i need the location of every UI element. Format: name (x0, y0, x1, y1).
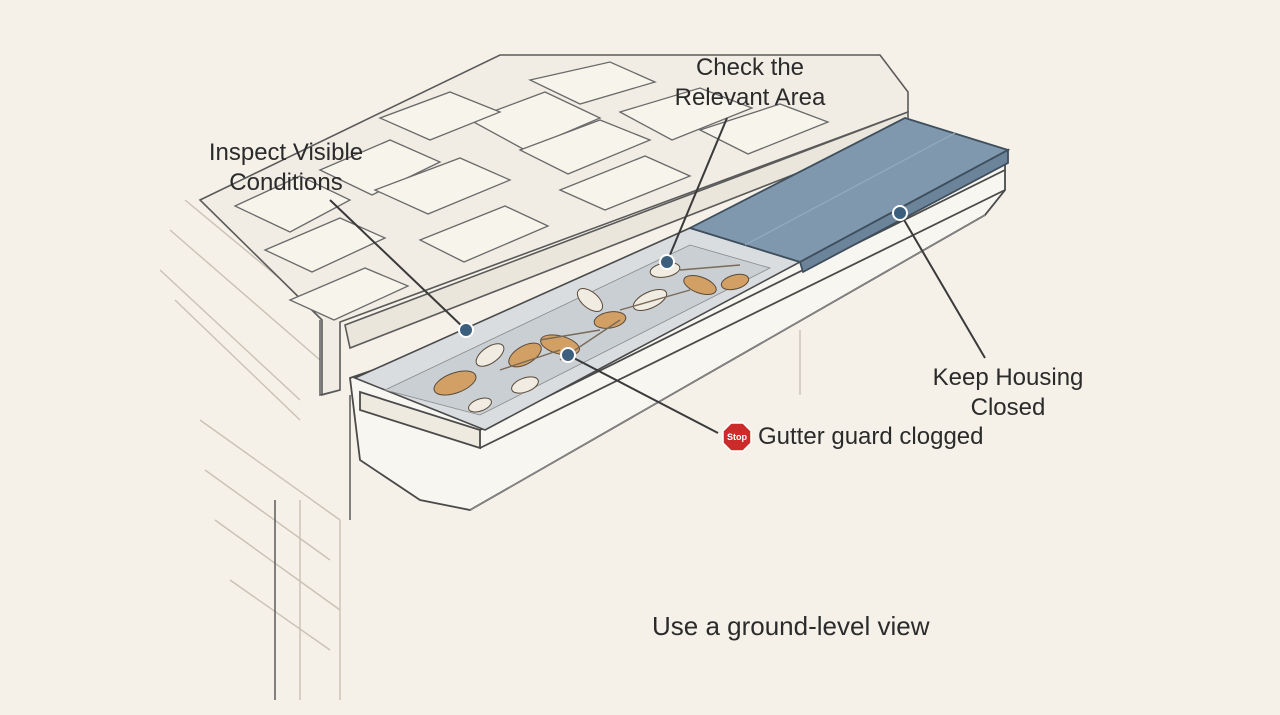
callout-dot-icon (892, 205, 908, 221)
callout-dot-icon (458, 322, 474, 338)
label-line: Conditions (229, 169, 343, 196)
clogged-text: Gutter guard clogged (758, 423, 984, 450)
fascia (274, 320, 351, 700)
callout-dot-icon (560, 347, 576, 363)
callout-dots (458, 205, 908, 363)
label-line: Inspect Visible (208, 139, 364, 166)
background-sketch (159, 199, 801, 700)
label-line: Relevant Area (674, 84, 826, 111)
label-check-relevant-area: Check the Relevant Area (650, 53, 850, 113)
callout-dot-icon (659, 254, 675, 270)
roof-shingles (233, 61, 830, 321)
stop-sign-text: Stop (727, 432, 747, 442)
label-line: Closed (970, 394, 1046, 421)
label-line: Check the (695, 54, 805, 81)
footer-caption: Use a ground-level view (652, 611, 930, 641)
callout-lines (329, 117, 986, 434)
debris-leaves (433, 262, 750, 413)
stop-sign-icon: Stop (722, 422, 752, 452)
label-keep-housing-closed: Keep Housing Closed (908, 363, 1108, 423)
label-inspect-visible-conditions: Inspect Visible Conditions (186, 138, 386, 198)
label-gutter-guard-clogged: Stop Gutter guard clogged (722, 422, 983, 452)
label-line: Keep Housing (932, 364, 1084, 391)
